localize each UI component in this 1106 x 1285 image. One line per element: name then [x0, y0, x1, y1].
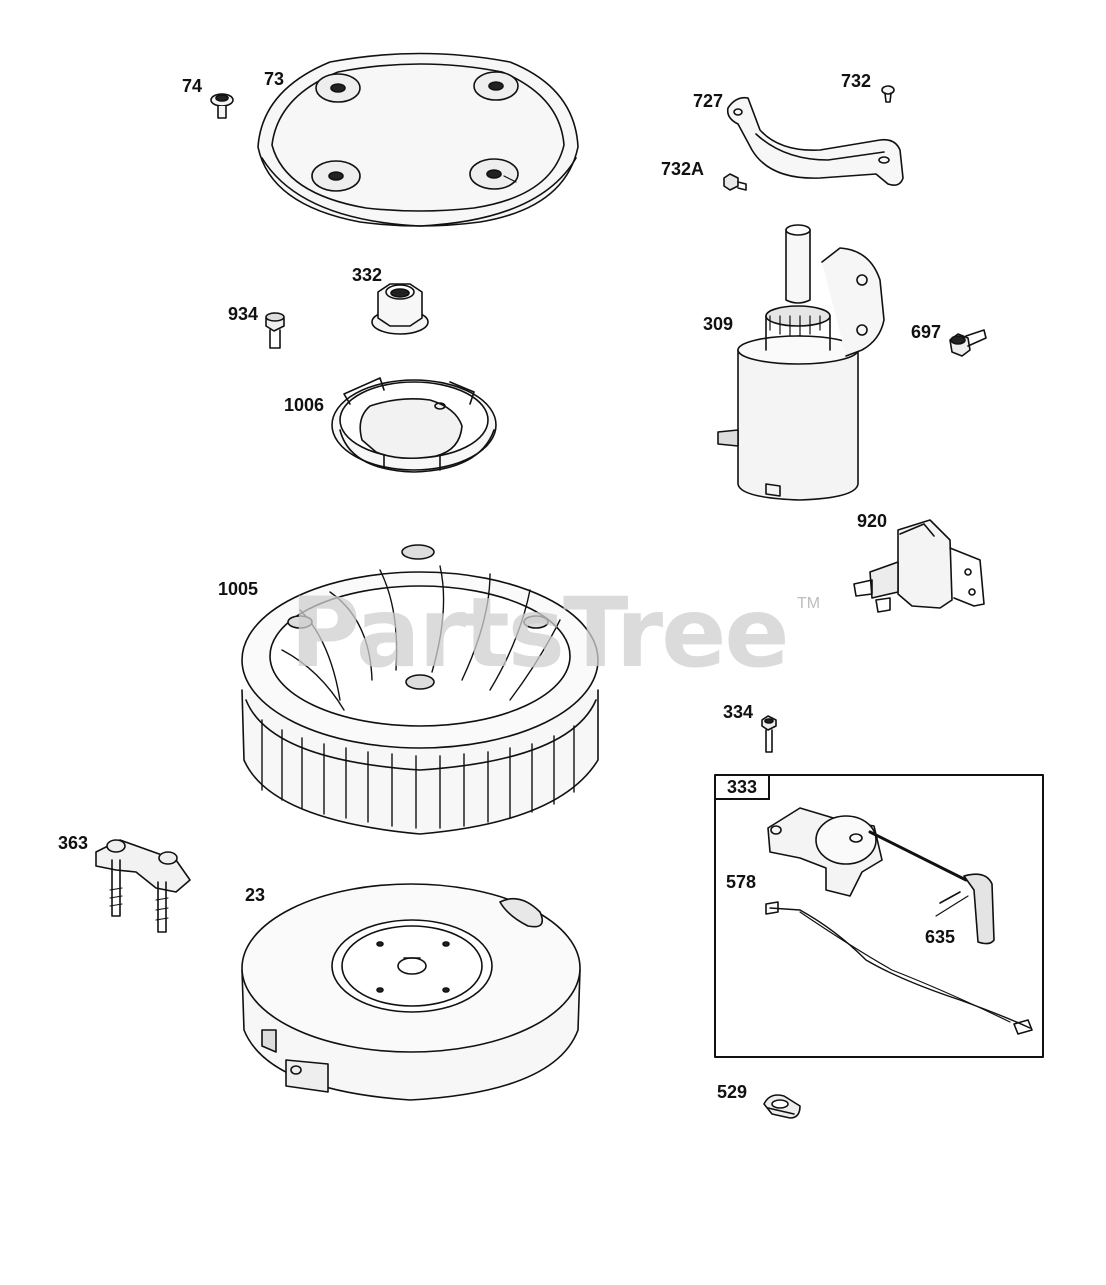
part-578-ground-wire[interactable] — [765, 901, 1033, 1035]
callout-529[interactable]: 529 — [717, 1082, 748, 1102]
callout-333[interactable]: 333 — [716, 776, 770, 800]
part-309-starter-motor[interactable] — [717, 224, 885, 501]
callout-934[interactable]: 934 — [228, 304, 259, 324]
part-363-bracket[interactable] — [95, 839, 191, 933]
callout-363[interactable]: 363 — [58, 833, 89, 853]
part-635-spark-plug-boot[interactable] — [868, 830, 995, 945]
fan-fins — [261, 565, 575, 829]
part-1005-flywheel[interactable] — [241, 544, 599, 835]
callout-1005[interactable]: 1005 — [218, 579, 259, 599]
part-732-screw[interactable] — [881, 85, 895, 103]
part-732A-bolt[interactable] — [723, 173, 747, 191]
part-23-flywheel[interactable] — [241, 883, 581, 1101]
callout-697[interactable]: 697 — [911, 322, 942, 342]
callout-732A[interactable]: 732A — [661, 159, 705, 179]
kit-333-box — [714, 774, 1044, 1058]
callout-309[interactable]: 309 — [703, 314, 734, 334]
cover-boss — [311, 71, 519, 192]
part-1006-ring[interactable] — [331, 377, 497, 473]
callout-732[interactable]: 732 — [841, 71, 872, 91]
part-334-bolt[interactable] — [761, 715, 777, 753]
callout-1006[interactable]: 1006 — [284, 395, 325, 415]
part-934-bolt[interactable] — [265, 312, 285, 349]
part-332-flange-nut[interactable] — [371, 283, 429, 335]
callout-332[interactable]: 332 — [352, 265, 383, 285]
callout-334[interactable]: 334 — [723, 702, 754, 722]
callout-578[interactable]: 578 — [726, 872, 757, 892]
watermark: PartsTree — [290, 577, 789, 689]
callout-727[interactable]: 727 — [693, 91, 724, 111]
callout-635[interactable]: 635 — [925, 927, 956, 947]
part-727-bracket[interactable] — [726, 96, 904, 186]
callout-23[interactable]: 23 — [245, 885, 266, 905]
part-697-bolt[interactable] — [949, 329, 987, 357]
trademark-symbol: TM — [797, 595, 821, 612]
part-73-cover-plate[interactable] — [257, 52, 579, 227]
callout-920[interactable]: 920 — [857, 511, 888, 531]
part-333-ignition-armature[interactable] — [767, 807, 883, 897]
callout-74[interactable]: 74 — [182, 76, 203, 96]
part-920-solenoid[interactable] — [853, 519, 985, 613]
leader-lines — [503, 175, 969, 917]
part-529-grommet[interactable] — [763, 1094, 801, 1119]
part-74-screw[interactable] — [210, 93, 234, 119]
callout-73[interactable]: 73 — [264, 69, 285, 89]
